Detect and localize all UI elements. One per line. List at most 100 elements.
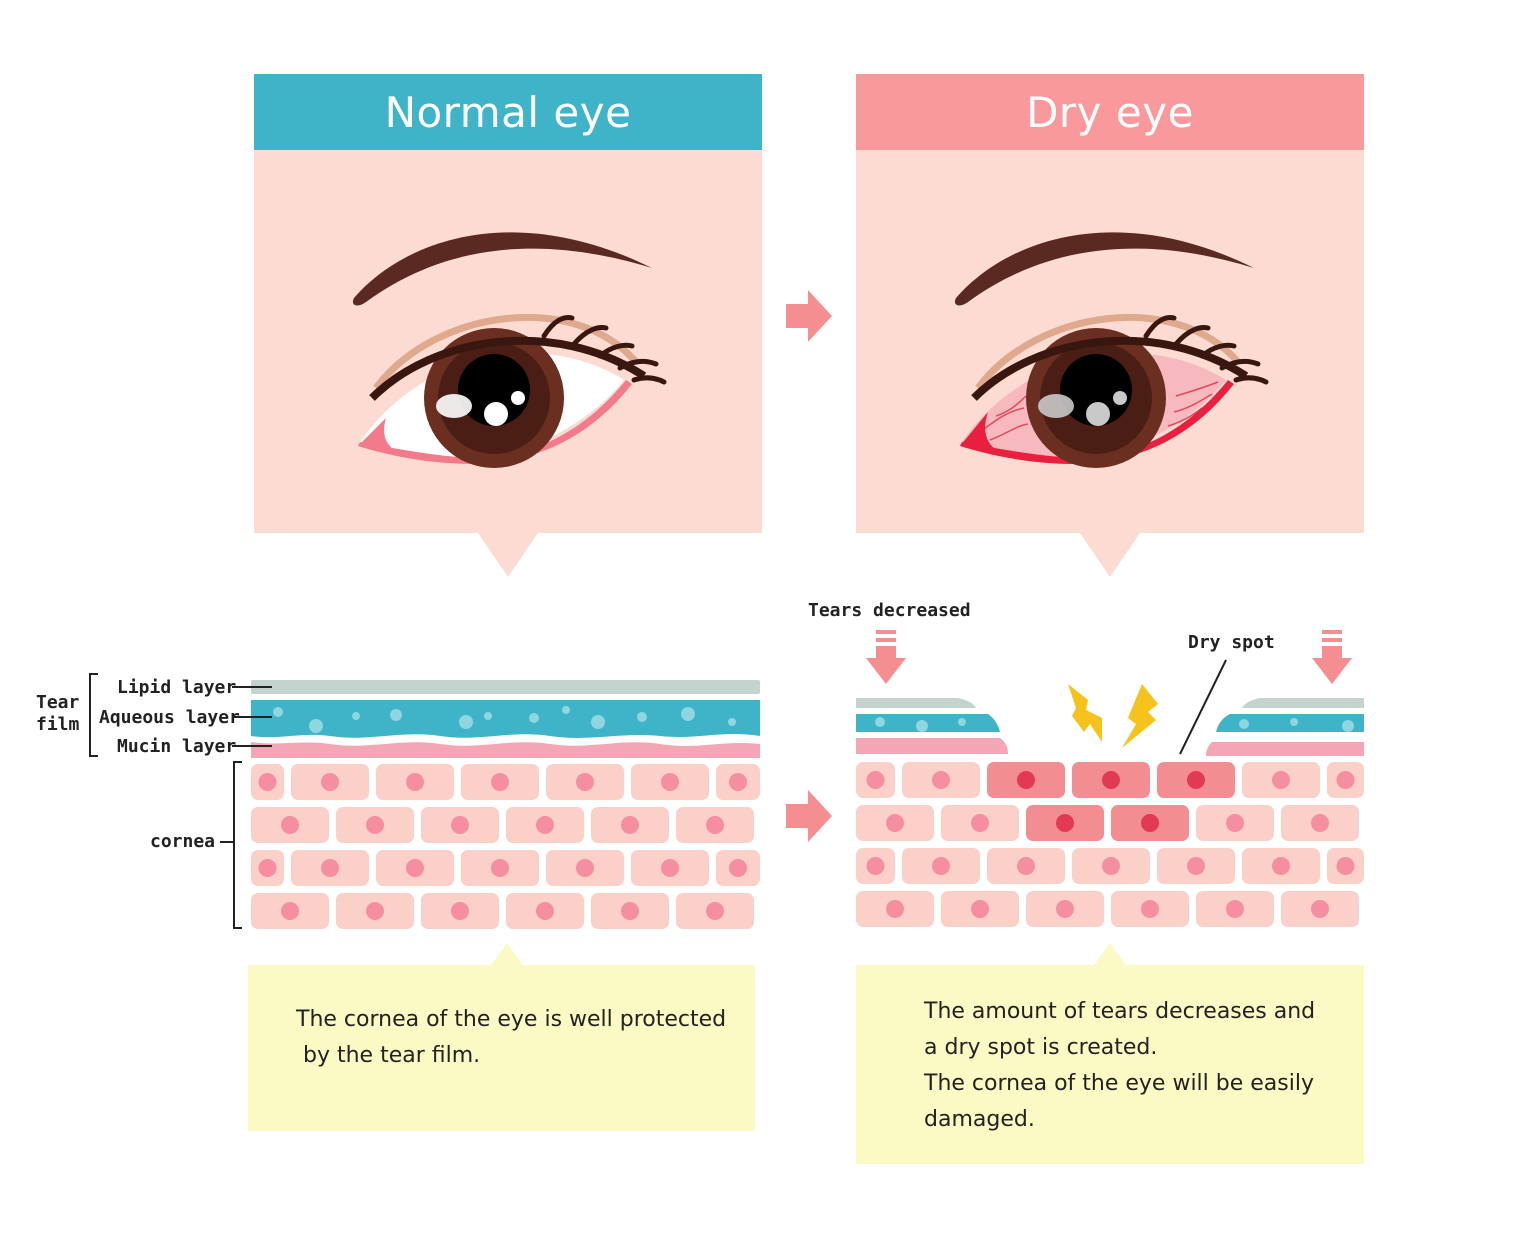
dry-highlight-1 xyxy=(1038,394,1074,418)
cell-nucleus xyxy=(1272,771,1290,789)
cell-nucleus xyxy=(971,900,989,918)
normal-note-pointer xyxy=(491,943,523,965)
dry-lipid-left xyxy=(856,698,976,708)
normal-note-line-2: by the tear film. xyxy=(296,1043,481,1068)
cell-nucleus xyxy=(1187,857,1205,875)
cell-nucleus xyxy=(451,902,469,920)
lightning-icon xyxy=(1068,684,1102,742)
normal-upper-lash-line xyxy=(369,336,647,401)
cell-nucleus xyxy=(321,859,339,877)
cell-nucleus xyxy=(1056,900,1074,918)
right-arrow-icon xyxy=(786,290,832,342)
dry-eye-title: Dry eye xyxy=(1026,87,1194,137)
mucin-layer xyxy=(251,742,760,758)
normal-highlight-3 xyxy=(511,391,525,405)
cell-nucleus xyxy=(1017,857,1035,875)
cell-nucleus xyxy=(886,900,904,918)
right-arrow-icon xyxy=(786,790,832,842)
cell-nucleus xyxy=(729,859,747,877)
dry-cornea-cells xyxy=(856,762,1364,927)
cell-nucleus xyxy=(451,816,469,834)
cell-nucleus xyxy=(1336,771,1355,789)
dry-note-line-3: The cornea of the eye will be easily xyxy=(924,1071,1314,1096)
cell-nucleus xyxy=(661,773,679,791)
aqueous-bubbles xyxy=(273,706,736,733)
cell-nucleus xyxy=(491,859,509,877)
cell-nucleus xyxy=(729,773,747,791)
cornea-bracket xyxy=(233,761,242,929)
cell-nucleus xyxy=(971,814,989,832)
cell-nucleus xyxy=(321,773,339,791)
cell-nucleus xyxy=(1226,900,1244,918)
normal-eye-illustration xyxy=(352,232,667,468)
dry-eyelid-crease xyxy=(975,313,1241,391)
cell-nucleus xyxy=(886,814,904,832)
cell-nucleus xyxy=(621,902,639,920)
dry-note-line-2: a dry spot is created. xyxy=(924,1035,1158,1060)
normal-eyebrow xyxy=(352,232,652,306)
tear-film-label-line-2: film xyxy=(36,714,80,735)
normal-eyelashes xyxy=(541,315,667,385)
dry-spot-label: Dry spot xyxy=(1188,632,1275,653)
cell-nucleus xyxy=(1336,857,1355,875)
dry-spot-leader-line xyxy=(1179,659,1227,755)
cell-nucleus xyxy=(1141,814,1159,832)
cell-nucleus xyxy=(1311,900,1329,918)
dry-eye-header: Dry eye xyxy=(856,74,1364,150)
lipid-layer-label: Lipid layer xyxy=(117,677,237,698)
normal-inner-corner xyxy=(358,418,394,450)
dry-eye-pointer xyxy=(1080,533,1140,577)
dry-note-box xyxy=(856,965,1364,1164)
dry-cross-section xyxy=(856,630,1364,927)
normal-eye-panel: Normal eye xyxy=(254,74,762,533)
cell-nucleus xyxy=(1141,900,1159,918)
normal-eye-title: Normal eye xyxy=(384,87,632,137)
tears-decreased-label: Tears decreased xyxy=(808,600,971,621)
aqueous-layer-label: Aqueous layer xyxy=(99,707,240,728)
down-arrow-icon xyxy=(1312,630,1352,684)
cell-nucleus xyxy=(1102,771,1120,789)
cell-nucleus xyxy=(281,902,299,920)
dry-aqueous-right xyxy=(1216,714,1364,732)
dry-eyebrow xyxy=(954,232,1254,306)
cell-nucleus xyxy=(366,902,384,920)
normal-eyelid-crease xyxy=(373,313,639,391)
dry-aqueous-left xyxy=(856,714,1000,732)
cell-nucleus xyxy=(1272,857,1290,875)
cell-nucleus xyxy=(536,902,554,920)
cell-nucleus xyxy=(661,859,679,877)
dry-aqueous-bubbles-left xyxy=(875,717,966,732)
lipid-layer xyxy=(251,680,760,694)
lightning-icon xyxy=(1122,684,1158,748)
cell-nucleus xyxy=(406,859,424,877)
cell-nucleus xyxy=(1311,814,1329,832)
dry-eye-illustration xyxy=(954,232,1269,468)
dry-pupil xyxy=(1060,354,1132,426)
mucin-layer-label: Mucin layer xyxy=(117,736,237,757)
dry-note-pointer xyxy=(1094,943,1126,965)
dry-mucin-right xyxy=(1206,742,1364,756)
cell-nucleus xyxy=(491,773,509,791)
cell-nucleus xyxy=(1187,771,1205,789)
cornea-label: cornea xyxy=(150,831,216,852)
cell-nucleus xyxy=(576,773,594,791)
normal-note-text: The cornea of the eye is well protected … xyxy=(296,1002,726,1074)
dry-upper-lash-line xyxy=(971,336,1249,401)
dry-inner-corner xyxy=(960,412,996,450)
cell-nucleus xyxy=(281,816,299,834)
cell-nucleus xyxy=(1056,814,1074,832)
cell-nucleus xyxy=(866,857,885,875)
cell-nucleus xyxy=(1226,814,1244,832)
cell-nucleus xyxy=(932,857,950,875)
dry-mucin-left xyxy=(856,738,1008,754)
normal-highlight-2 xyxy=(484,402,508,426)
normal-note-line-1: The cornea of the eye is well protected xyxy=(296,1007,727,1032)
cell-nucleus xyxy=(866,771,885,789)
cell-nucleus xyxy=(258,773,277,791)
cell-nucleus xyxy=(706,816,724,834)
dry-note-line-1: The amount of tears decreases and xyxy=(924,999,1316,1024)
normal-eye-header: Normal eye xyxy=(254,74,762,150)
dry-highlight-3 xyxy=(1113,391,1127,405)
cell-nucleus xyxy=(932,771,950,789)
tear-film-bracket xyxy=(89,673,98,757)
